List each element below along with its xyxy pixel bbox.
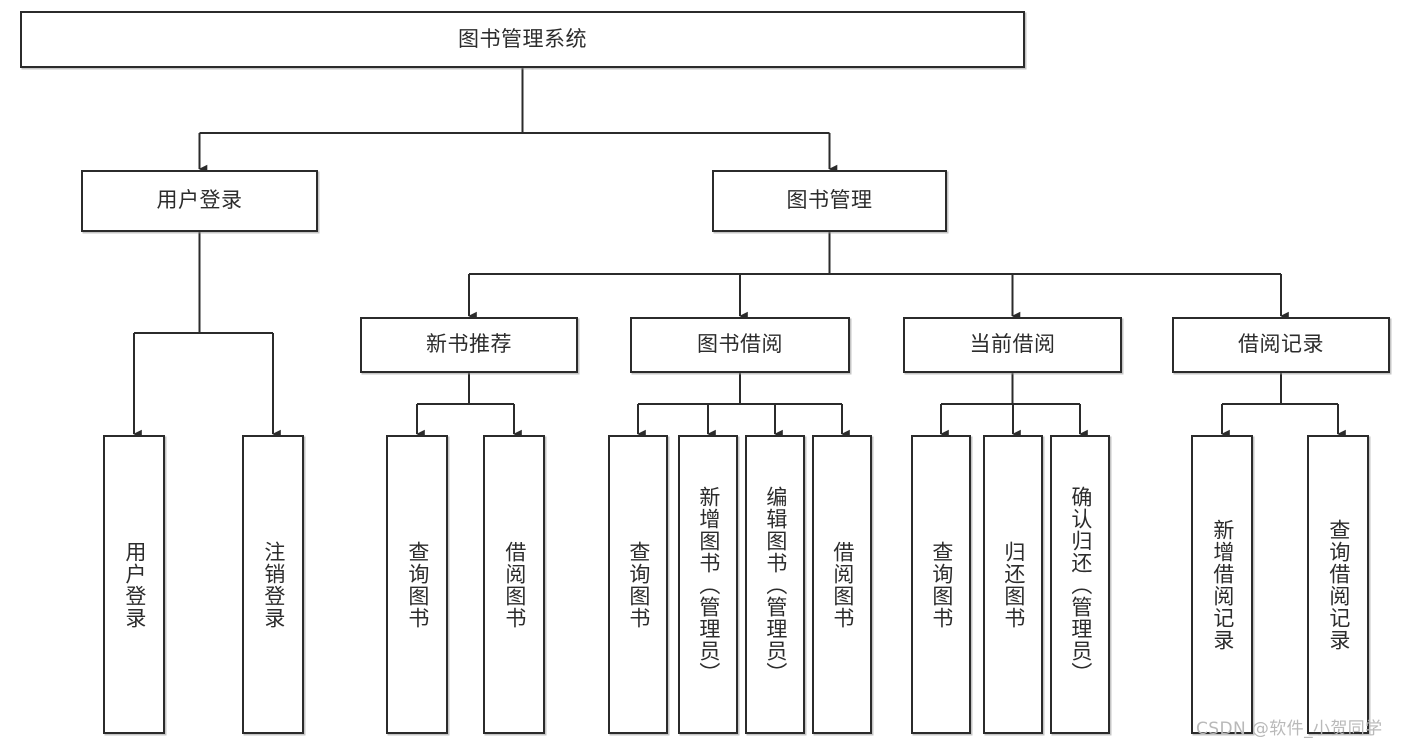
- node-borrow-record[interactable]: 借阅记录: [1172, 317, 1390, 373]
- node-label-leaf-query-book-2: 查询图书: [626, 540, 651, 629]
- node-leaf-query-book-1[interactable]: 查询图书: [386, 435, 448, 734]
- node-leaf-add-book[interactable]: 新增图书（管理员）: [678, 435, 738, 734]
- node-book-mgmt[interactable]: 图书管理: [712, 170, 947, 232]
- node-label-current-borrow: 当前借阅: [969, 332, 1056, 357]
- node-label-user-login: 用户登录: [156, 188, 243, 213]
- node-label-leaf-borrow-book-1: 借阅图书: [502, 540, 527, 629]
- node-leaf-add-record[interactable]: 新增借阅记录: [1191, 435, 1253, 734]
- node-label-leaf-query-book-1: 查询图书: [405, 540, 430, 629]
- node-label-leaf-confirm-return: 确认归还（管理员）: [1068, 485, 1093, 684]
- node-user-login[interactable]: 用户登录: [81, 170, 318, 232]
- node-leaf-return-book[interactable]: 归还图书: [983, 435, 1043, 734]
- node-leaf-edit-book[interactable]: 编辑图书（管理员）: [745, 435, 805, 734]
- csdn-watermark: CSDN @软件_小贺同学: [1196, 719, 1383, 739]
- node-book-borrow[interactable]: 图书借阅: [630, 317, 850, 373]
- node-label-book-mgmt: 图书管理: [786, 188, 873, 213]
- node-leaf-logout[interactable]: 注销登录: [242, 435, 304, 734]
- node-label-root: 图书管理系统: [458, 26, 587, 51]
- node-label-leaf-add-record: 新增借阅记录: [1210, 518, 1235, 651]
- node-leaf-query-record[interactable]: 查询借阅记录: [1307, 435, 1369, 734]
- node-label-leaf-edit-book: 编辑图书（管理员）: [763, 485, 788, 684]
- node-label-leaf-query-record: 查询借阅记录: [1326, 518, 1351, 651]
- node-leaf-borrow-book-2[interactable]: 借阅图书: [812, 435, 872, 734]
- node-label-leaf-return-book: 归还图书: [1001, 540, 1026, 629]
- node-label-leaf-add-book: 新增图书（管理员）: [696, 485, 721, 684]
- node-root[interactable]: 图书管理系统: [20, 11, 1025, 68]
- node-leaf-query-book-2[interactable]: 查询图书: [608, 435, 668, 734]
- node-label-leaf-borrow-book-2: 借阅图书: [830, 540, 855, 629]
- node-current-borrow[interactable]: 当前借阅: [903, 317, 1122, 373]
- node-label-leaf-logout: 注销登录: [261, 540, 286, 629]
- node-leaf-borrow-book-1[interactable]: 借阅图书: [483, 435, 545, 734]
- node-leaf-query-book-3[interactable]: 查询图书: [911, 435, 971, 734]
- node-new-book-rec[interactable]: 新书推荐: [360, 317, 578, 373]
- connector-lines: [132, 68, 1346, 439]
- node-label-book-borrow: 图书借阅: [697, 332, 783, 357]
- node-label-new-book-rec: 新书推荐: [426, 332, 512, 357]
- node-label-borrow-record: 借阅记录: [1238, 332, 1324, 357]
- node-leaf-user-login[interactable]: 用户登录: [103, 435, 165, 734]
- node-label-leaf-query-book-3: 查询图书: [929, 540, 954, 629]
- node-label-leaf-user-login: 用户登录: [122, 540, 147, 629]
- node-leaf-confirm-return[interactable]: 确认归还（管理员）: [1050, 435, 1110, 734]
